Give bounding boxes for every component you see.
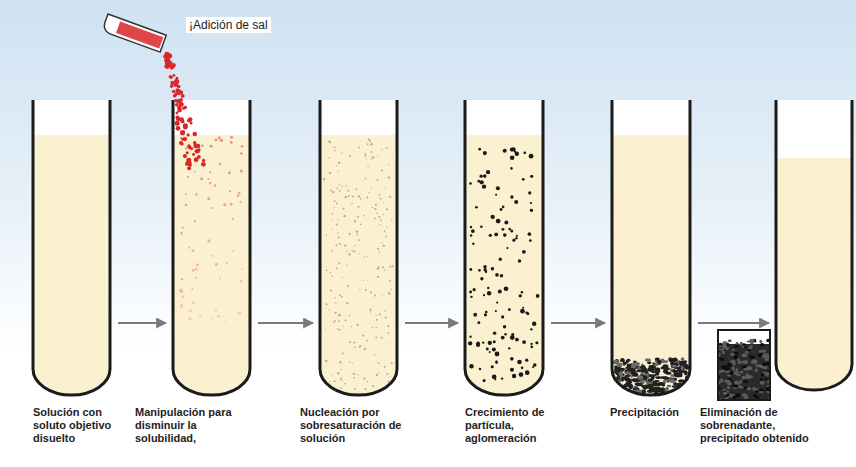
test-tube: Precipitación: [612, 100, 690, 395]
test-tube: Crecimiento de partícula, aglomeración: [465, 100, 543, 395]
tube-drawing: [320, 100, 397, 395]
step-note: ¡Adición de sal: [186, 17, 271, 33]
tube-outline: [776, 100, 852, 390]
step-arrow: [405, 322, 458, 324]
tube-outline: [173, 100, 250, 395]
test-tube: Manipulación para disminuir la solubilid…: [173, 100, 250, 395]
precipitate-tube: [715, 330, 773, 401]
step-caption: Precipitación: [610, 406, 700, 419]
tube-drawing: [33, 100, 110, 395]
step-arrow: [698, 322, 769, 324]
tube-outline: [612, 100, 690, 395]
step-caption: Crecimiento de partícula, aglomeración: [465, 406, 573, 446]
tube-outline: [320, 100, 397, 395]
tube-drawing: [776, 100, 852, 390]
step-caption: Eliminación de sobrenadante, precipitado…: [700, 406, 810, 446]
test-tube: Eliminación de sobrenadante, precipitado…: [776, 100, 852, 390]
step-arrow: [118, 322, 166, 324]
step-caption: Nucleación por sobresaturación de soluci…: [300, 406, 408, 446]
tube-outline: [465, 100, 543, 395]
tube-drawing: [612, 100, 690, 395]
tube-drawing: [465, 100, 543, 395]
step-arrow: [551, 322, 605, 324]
salt-tube: [102, 14, 166, 52]
tube-drawing: [173, 100, 250, 395]
test-tube: Nucleación por sobresaturación de soluci…: [320, 100, 397, 395]
step-arrow: [258, 322, 313, 324]
tube-outline: [33, 100, 110, 395]
salt-stream: [163, 52, 206, 171]
step-caption: Manipulación para disminuir la solubilid…: [135, 406, 260, 446]
step-caption: Solución con soluto objetivo disuelto: [33, 406, 133, 446]
test-tube: Solución con soluto objetivo disuelto: [33, 100, 110, 395]
